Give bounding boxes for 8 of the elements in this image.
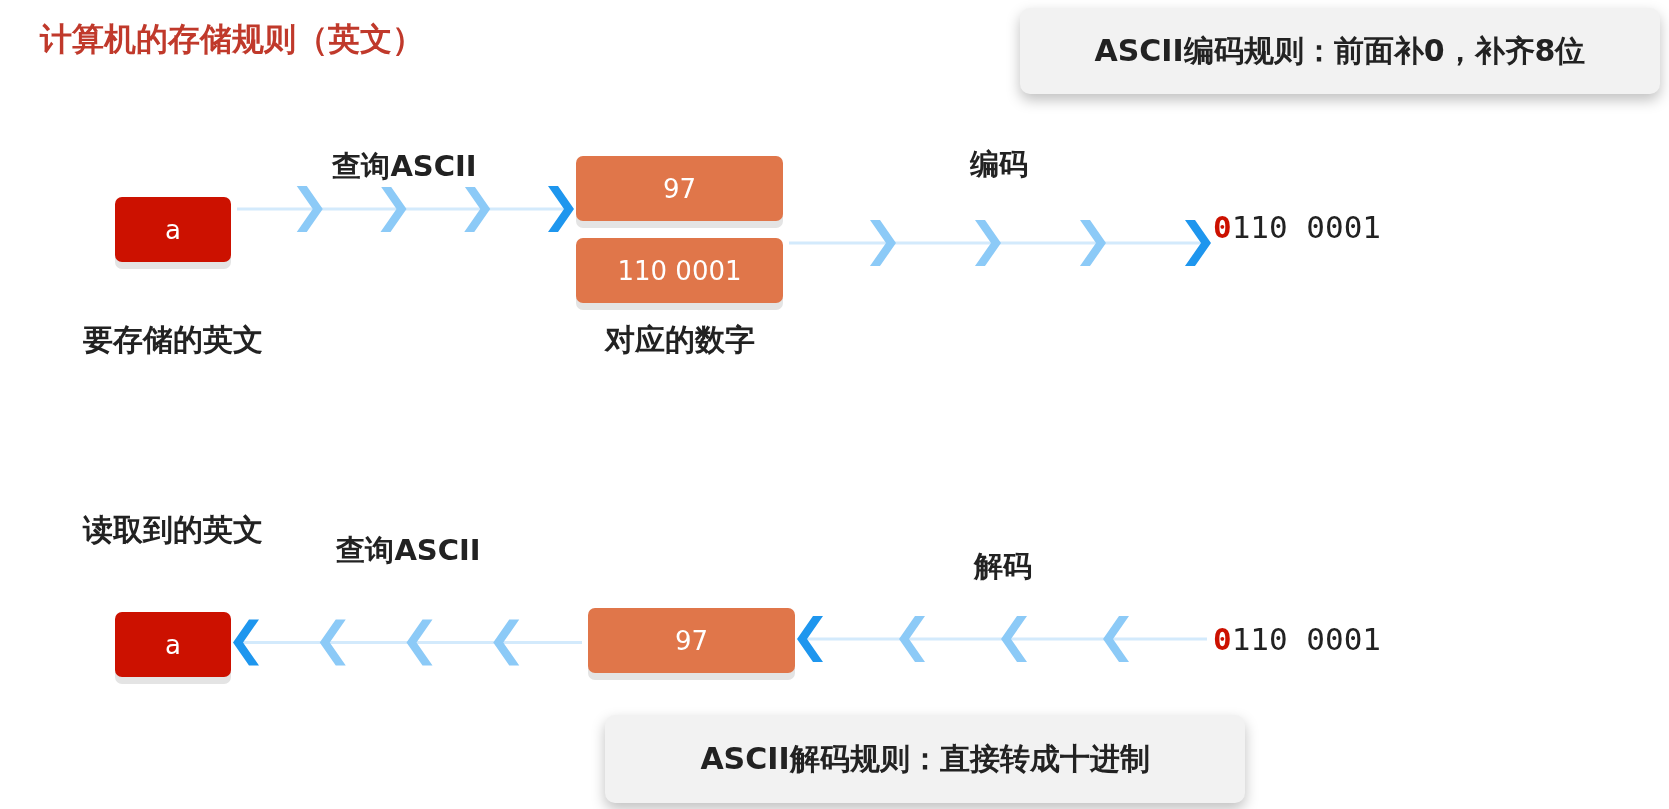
- binary-text: 0110 0001: [1213, 206, 1413, 248]
- rule-banner: ASCII编码规则：前面补0，补齐8位: [1020, 8, 1660, 94]
- node-label: 对应的数字: [605, 321, 755, 359]
- node-label: 要存储的英文: [83, 321, 263, 359]
- title: 计算机的存储规则（英文）: [40, 19, 424, 60]
- rule-banner: ASCII解码规则：直接转成十进制: [605, 715, 1245, 803]
- binary-text: 0110 0001: [1213, 618, 1413, 660]
- node-label: 读取到的英文: [83, 511, 263, 549]
